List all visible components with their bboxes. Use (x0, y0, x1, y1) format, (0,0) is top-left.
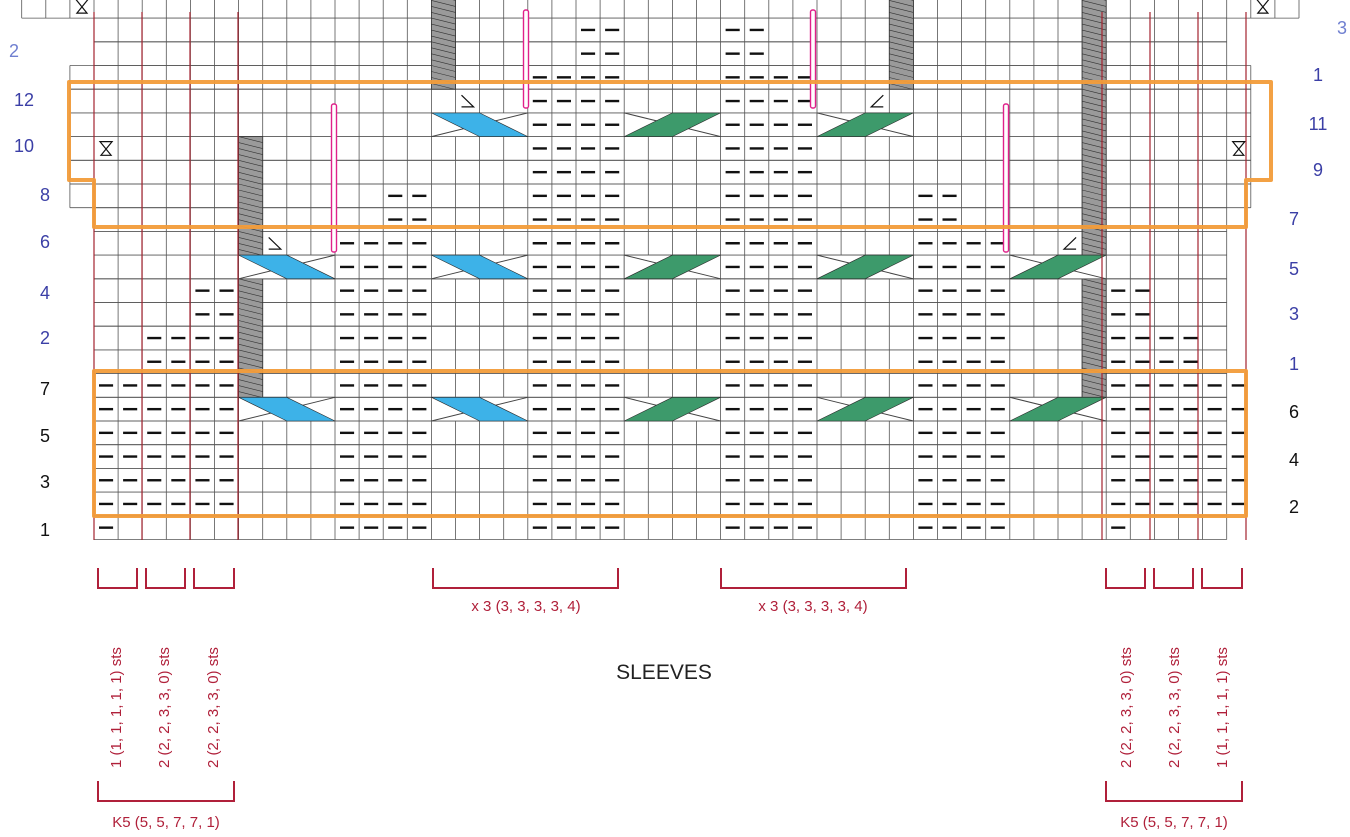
marker-line-icon (332, 104, 337, 252)
stitch-count-bracket (98, 568, 137, 588)
decrease-icon (1064, 237, 1076, 249)
decrease-icon (462, 95, 474, 107)
decrease-icon (269, 237, 281, 249)
row-number-right: 3 (1337, 18, 1347, 38)
stitch-count-label: 1 (1, 1, 1, 1, 1) sts (1214, 647, 1231, 768)
increase-icon (1233, 142, 1245, 156)
decrease-icon (1064, 237, 1076, 249)
row-number-left: 7 (40, 379, 50, 399)
highlight-frame (94, 371, 1246, 516)
row-number-left: 5 (40, 426, 50, 446)
stitch-count-bracket (98, 781, 234, 801)
row-number-left: 8 (40, 185, 50, 205)
stitch-count-bracket (1202, 568, 1242, 588)
stitch-count-bracket (721, 568, 906, 588)
decrease-icon (871, 95, 883, 107)
row-number-right: 2 (1289, 497, 1299, 517)
row-number-left: 2 (40, 328, 50, 348)
increase-icon (100, 142, 112, 156)
increase-icon (1233, 142, 1245, 156)
row-number-left: 1 (40, 520, 50, 540)
decrease-icon (269, 237, 281, 249)
increase-icon (76, 0, 88, 13)
stitch-count-bracket (433, 568, 618, 588)
decrease-icon (462, 95, 474, 107)
row-number-left: 3 (40, 472, 50, 492)
repeat-label: x 3 (3, 3, 3, 3, 4) (758, 598, 867, 615)
marker-line-icon (1004, 104, 1009, 252)
increase-icon (100, 142, 112, 156)
stitch-count-label: 2 (2, 2, 3, 3, 0) sts (1118, 647, 1135, 768)
repeat-label: x 3 (3, 3, 3, 3, 4) (471, 598, 580, 615)
row-number-right: 5 (1289, 259, 1299, 279)
k5-label: K5 (5, 5, 7, 7, 1) (1120, 814, 1228, 831)
stitch-count-label: 2 (2, 2, 3, 3, 0) sts (1166, 647, 1183, 768)
stitch-count-label: 1 (1, 1, 1, 1, 1) sts (108, 647, 125, 768)
row-number-right: 11 (1309, 114, 1328, 134)
row-number-left: 12 (14, 90, 34, 110)
stitch-count-bracket (146, 568, 185, 588)
decrease-icon (871, 95, 883, 107)
row-number-right: 3 (1289, 304, 1299, 324)
row-number-left: 4 (40, 283, 50, 303)
stitch-count-bracket (194, 568, 234, 588)
row-number-right: 1 (1289, 354, 1299, 374)
stitch-count-brackets (98, 568, 1242, 801)
row-number-right: 7 (1289, 209, 1299, 229)
stitch-count-label: 2 (2, 2, 3, 3, 0) sts (205, 647, 222, 768)
row-number-right: 6 (1289, 402, 1299, 422)
marker-line-icon (811, 10, 816, 108)
row-number-right: 1 (1313, 65, 1323, 85)
stitch-count-label: 2 (2, 2, 3, 3, 0) sts (156, 647, 173, 768)
row-number-right: 4 (1289, 450, 1299, 470)
stitch-count-bracket (1106, 781, 1242, 801)
increase-icon (1257, 0, 1269, 13)
chart-title: SLEEVES (616, 661, 712, 684)
row-number-left: 2 (9, 41, 19, 61)
stitch-count-bracket (1154, 568, 1193, 588)
row-number-left: 6 (40, 232, 50, 252)
row-number-left: 10 (14, 136, 34, 156)
marker-line-icon (524, 10, 529, 108)
increase-icon (1257, 0, 1269, 13)
k5-label: K5 (5, 5, 7, 7, 1) (112, 814, 220, 831)
row-number-right: 9 (1313, 160, 1323, 180)
stitch-count-bracket (1106, 568, 1145, 588)
increase-icon (76, 0, 88, 13)
